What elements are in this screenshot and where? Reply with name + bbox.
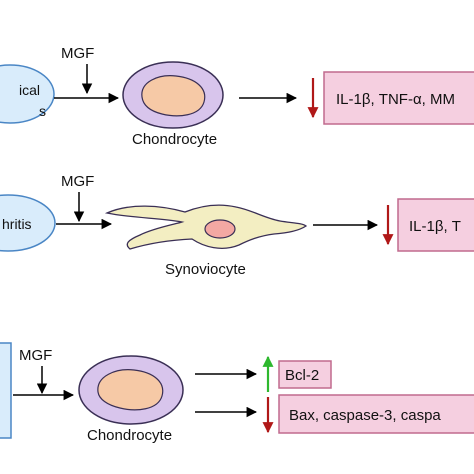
condition-label-line-1: hritis: [2, 216, 32, 232]
cell-type-label: Synoviocyte: [165, 261, 246, 278]
chondrocyte-nucleus: [141, 75, 206, 117]
condition-label-line-2: s: [39, 103, 46, 119]
outcome-text: IL-1β, TNF-α, MM: [336, 91, 455, 108]
stimulus-label: MGF: [61, 173, 94, 190]
upregulated-outcome-box: [278, 360, 332, 389]
stimulus-label: MGF: [61, 45, 94, 62]
outcome-text: IL-1β, T: [409, 218, 461, 235]
outcome-box: [323, 71, 474, 125]
condition-ellipse: [0, 64, 55, 124]
cell-type-label: Chondrocyte: [87, 427, 172, 444]
downregulated-outcome-text: Bax, caspase-3, caspa: [289, 407, 441, 424]
downregulated-outcome-box: [278, 394, 474, 434]
panel-2: hritis MGF Synoviocyte IL-1β, T: [0, 173, 474, 278]
condition-label-line-1: ical: [19, 82, 40, 98]
panel-3: MGF Chondrocyte Bcl-2 Bax, caspase-3, ca…: [0, 342, 474, 444]
condition-box: [0, 342, 12, 439]
panel-1: ical s MGF Chondrocyte IL-1β, TNF-α, MM: [0, 45, 474, 148]
outcome-box: [397, 198, 474, 252]
cell-type-label: Chondrocyte: [132, 131, 217, 148]
stimulus-label: MGF: [19, 347, 52, 364]
synoviocyte-nucleus: [204, 219, 236, 239]
upregulated-outcome-text: Bcl-2: [285, 367, 319, 384]
chondrocyte-nucleus: [97, 369, 164, 411]
condition-ellipse: [0, 194, 56, 252]
